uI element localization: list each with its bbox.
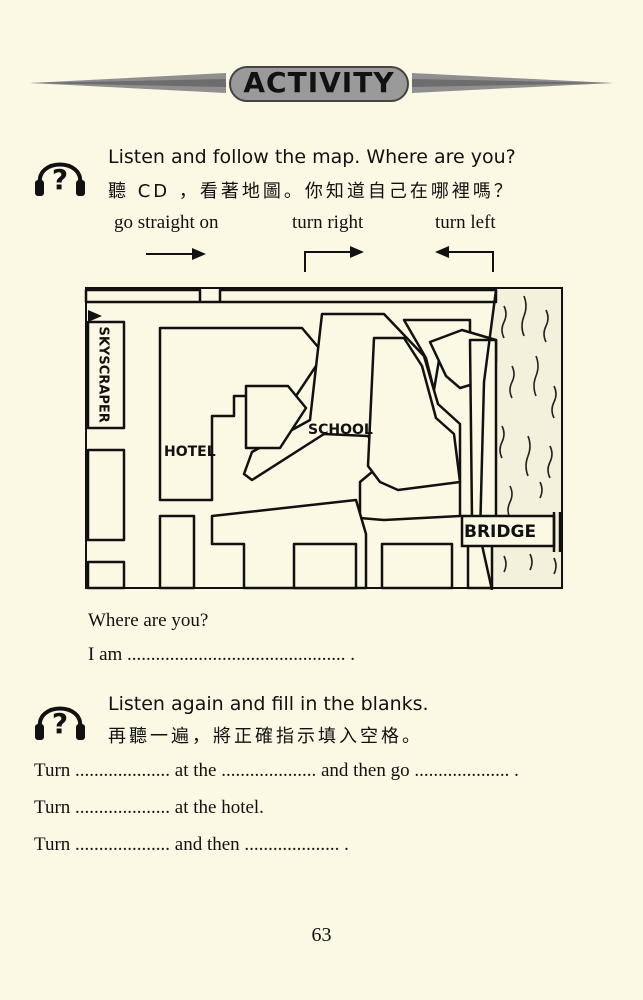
map-label-school: SCHOOL [308, 422, 373, 438]
section2-chinese-instruction: 再聽一遍，將正確指示填入空格。 [108, 726, 423, 747]
headphones-question-icon-2: ? [35, 706, 85, 740]
fill-blank-line-1: Turn .................... at the .......… [34, 760, 519, 781]
svg-text:?: ? [52, 163, 68, 196]
activity-banner [30, 66, 613, 102]
arrow-right-icon [146, 248, 206, 260]
section1-heading: Listen and follow the map. Where are you… [108, 146, 516, 168]
fill-blank-line-3: Turn .................... and then .....… [34, 834, 349, 855]
section1-chinese-instruction: 聽 CD ，看著地圖。你知道自己在哪裡嗎？ [108, 181, 515, 202]
page-number: 63 [311, 924, 332, 946]
svg-text:?: ? [52, 707, 68, 740]
answer-line: I am ...................................… [88, 644, 356, 665]
turn-right-arrow-icon [304, 246, 364, 272]
map-label-bridge: BRIDGE [464, 522, 537, 542]
direction-label-straight: go straight on [114, 212, 219, 233]
headphones-question-icon: ? [35, 162, 85, 196]
direction-label-right: turn right [292, 212, 364, 233]
direction-label-left: turn left [435, 212, 496, 233]
fill-blank-line-2: Turn .................... at the hotel. [34, 797, 264, 818]
section2-heading: Listen again and fill in the blanks. [108, 693, 429, 715]
question-where-are-you: Where are you? [88, 610, 209, 631]
turn-left-arrow-icon [435, 246, 494, 272]
map-label-skyscraper: SKYSCRAPER [95, 326, 111, 423]
activity-title: ACTIVITY [243, 66, 395, 99]
map-label-hotel: HOTEL [164, 444, 216, 460]
street-map: SKYSCRAPER SCHOOL HOTEL BRIDGE [84, 286, 564, 590]
